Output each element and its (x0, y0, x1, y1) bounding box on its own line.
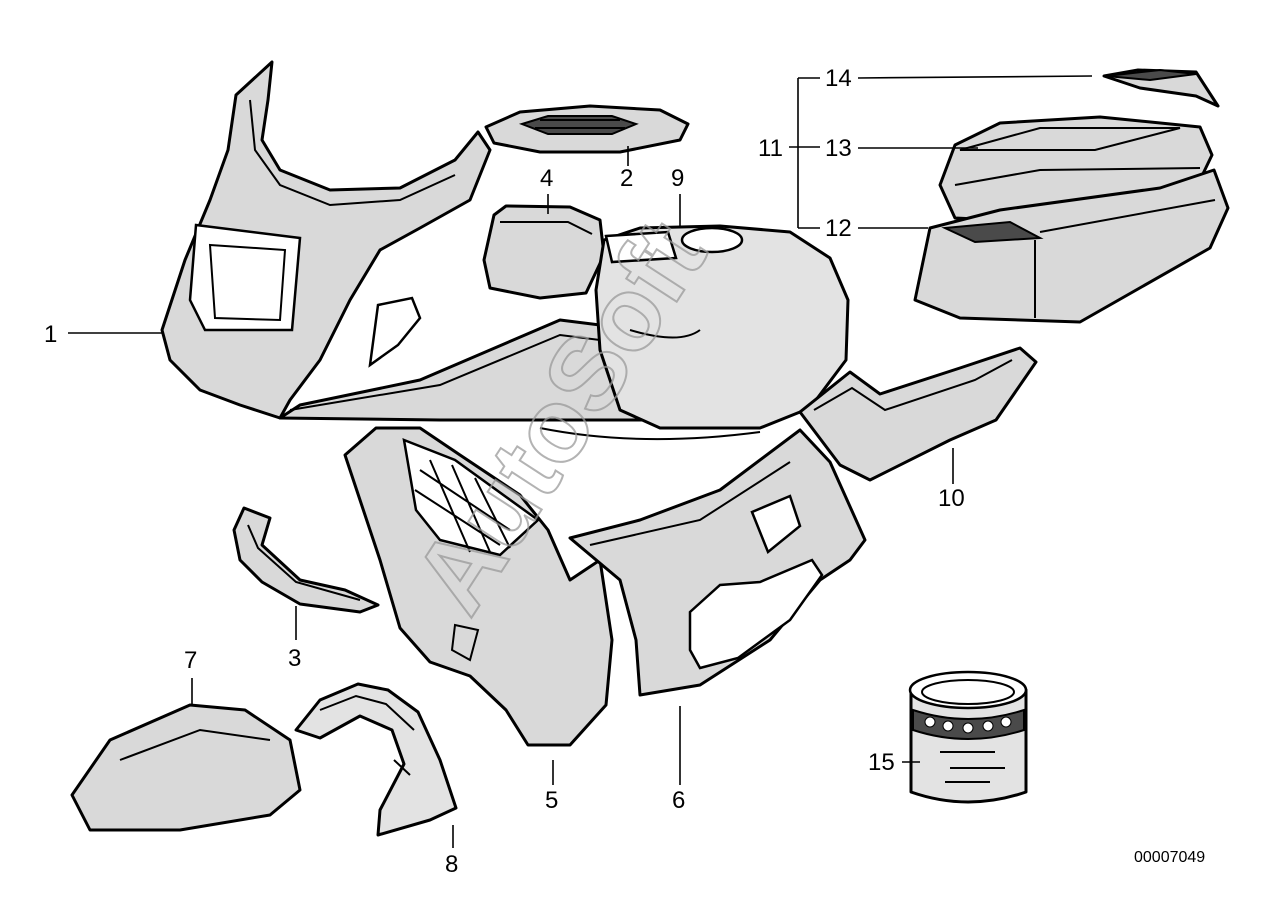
callout-11: 11 (758, 135, 783, 162)
callout-5: 5 (545, 787, 558, 814)
callout-6: 6 (672, 787, 685, 814)
part-10-side-panel[interactable] (798, 346, 1038, 482)
part-9-fuel-tank[interactable] (539, 224, 850, 441)
part-2-cover[interactable] (484, 104, 690, 154)
callout-labels: 1 2 3 4 5 6 7 8 9 10 11 12 13 14 15 (44, 65, 965, 878)
callout-3: 3 (288, 645, 301, 672)
callout-7: 7 (184, 647, 197, 674)
callout-13: 13 (825, 135, 852, 162)
leader-lines (68, 75, 1093, 848)
part-6-side-fairing[interactable] (568, 428, 867, 697)
part-5-inner-panel[interactable] (343, 426, 614, 747)
part-14-pad[interactable] (1102, 68, 1220, 108)
callout-2: 2 (620, 165, 633, 192)
part-15-can[interactable] (908, 670, 1028, 804)
part-4-tank-pad[interactable] (482, 204, 606, 300)
callout-1: 1 (44, 321, 57, 348)
part-8-mudguard[interactable] (294, 682, 458, 837)
callout-15: 15 (868, 749, 895, 776)
document-number: 00007049 (1134, 849, 1205, 866)
part-3-bracket[interactable] (232, 506, 380, 614)
callout-9: 9 (671, 165, 684, 192)
callout-10: 10 (938, 485, 965, 512)
callout-4: 4 (540, 165, 553, 192)
callout-8: 8 (445, 851, 458, 878)
part-12-seat-base[interactable] (913, 168, 1230, 324)
part-7-front-fender[interactable] (70, 703, 302, 832)
callout-14: 14 (825, 65, 852, 92)
callout-12: 12 (825, 215, 852, 242)
part-1-front-fairing[interactable] (160, 60, 670, 422)
